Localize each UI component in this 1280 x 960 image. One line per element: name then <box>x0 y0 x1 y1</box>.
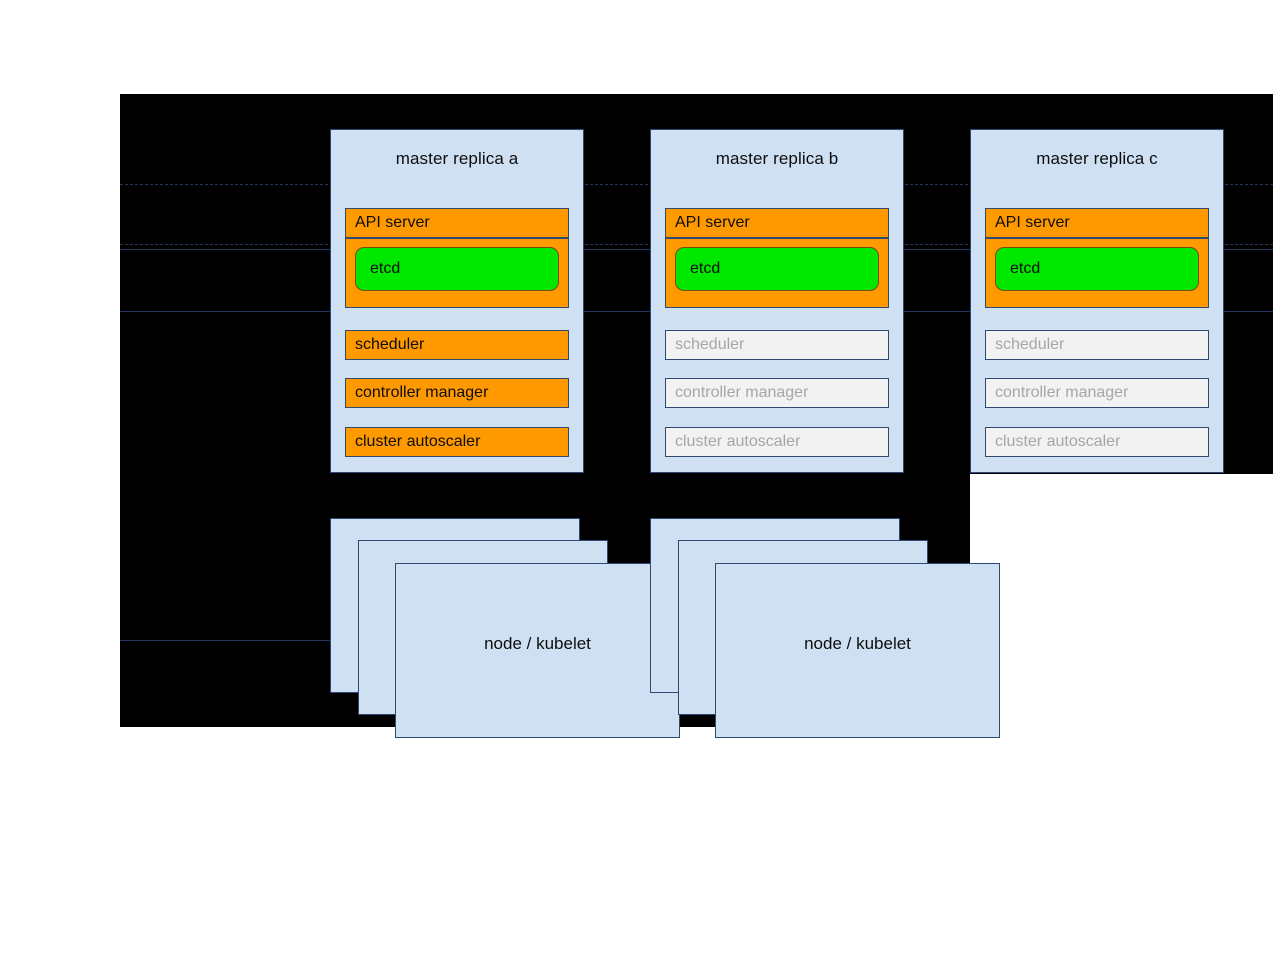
node-card-front[interactable]: node / kubelet <box>715 563 1000 738</box>
node-card-front[interactable]: node / kubelet <box>395 563 680 738</box>
master-replica-c-controller-manager[interactable]: controller manager <box>985 378 1209 408</box>
master-replica-c[interactable]: master replica c API server etcd schedul… <box>970 129 1224 473</box>
master-replica-b-api-server[interactable]: API server <box>665 208 889 238</box>
node-group-2-label: node / kubelet <box>804 634 911 653</box>
master-replica-a-title: master replica a <box>395 149 519 168</box>
master-replica-c-api-server[interactable]: API server <box>985 208 1209 238</box>
master-replica-c-cluster-autoscaler[interactable]: cluster autoscaler <box>985 427 1209 457</box>
master-replica-a-etcd[interactable]: etcd <box>355 247 559 291</box>
master-replica-c-scheduler[interactable]: scheduler <box>985 330 1209 360</box>
master-replica-c-title: master replica c <box>1036 149 1158 168</box>
master-replica-a-scheduler[interactable]: scheduler <box>345 330 569 360</box>
master-replica-b-etcd[interactable]: etcd <box>675 247 879 291</box>
master-replica-b-title: master replica b <box>715 149 839 168</box>
master-replica-b[interactable]: master replica b API server etcd schedul… <box>650 129 904 473</box>
master-replica-a-cluster-autoscaler[interactable]: cluster autoscaler <box>345 427 569 457</box>
master-replica-b-controller-manager[interactable]: controller manager <box>665 378 889 408</box>
master-replica-c-etcd[interactable]: etcd <box>995 247 1199 291</box>
master-replica-a[interactable]: master replica a API server etcd schedul… <box>330 129 584 473</box>
master-replica-a-api-server[interactable]: API server <box>345 208 569 238</box>
master-replica-b-scheduler[interactable]: scheduler <box>665 330 889 360</box>
master-replica-a-controller-manager[interactable]: controller manager <box>345 378 569 408</box>
master-replica-b-cluster-autoscaler[interactable]: cluster autoscaler <box>665 427 889 457</box>
node-group-1-label: node / kubelet <box>484 634 591 653</box>
